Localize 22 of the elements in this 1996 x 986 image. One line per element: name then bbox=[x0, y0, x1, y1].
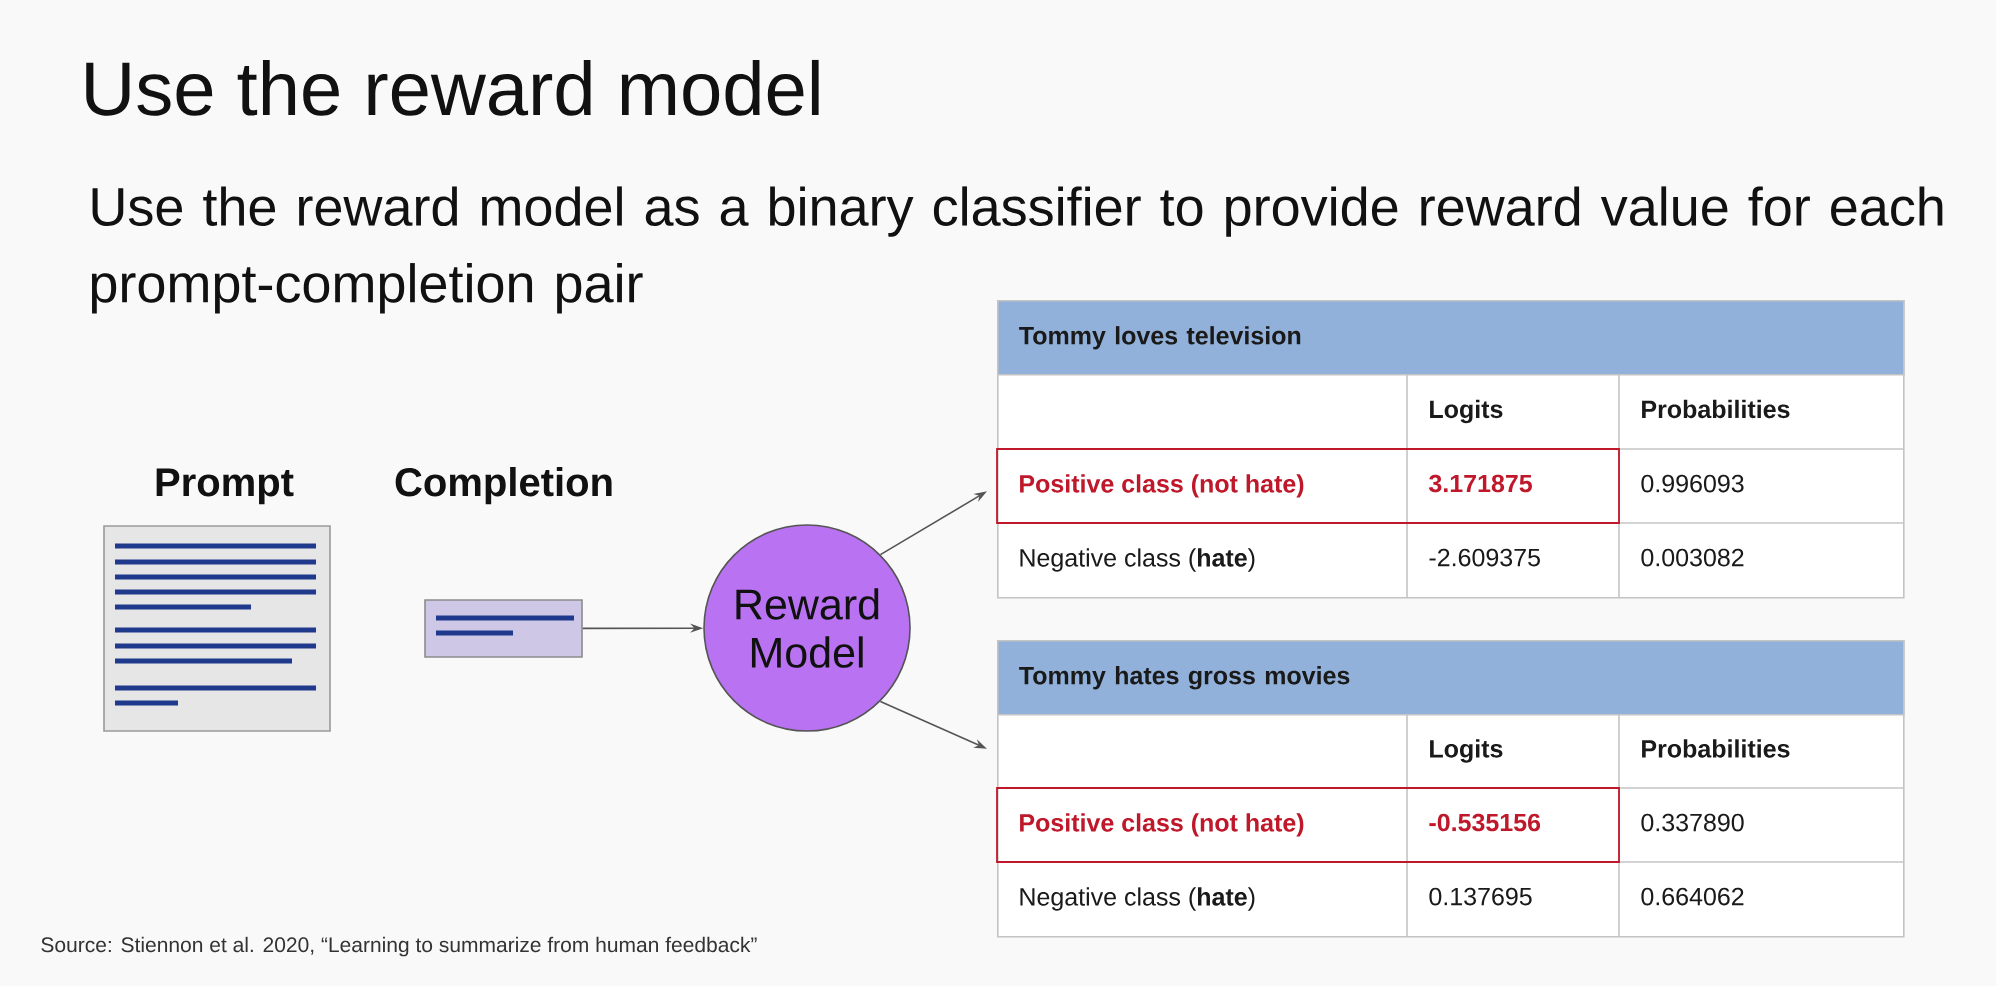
table-cell: Negative class (hate) bbox=[1020, 887, 1255, 911]
table-cell: 0.664062 bbox=[1641, 887, 1744, 906]
table-header: Tommy loves television bbox=[997, 300, 1905, 376]
table-cell: Positive class (not hate) bbox=[1020, 474, 1304, 498]
table-cell: 0.003082 bbox=[1641, 548, 1744, 567]
column-header: Probabilities bbox=[1642, 399, 1790, 419]
column-header: Probabilities bbox=[1642, 739, 1790, 758]
source-note: Source: Stiennon et al. 2020, “Learning to summarize from human feedback” bbox=[41, 936, 757, 957]
table-cell: 0.337890 bbox=[1641, 813, 1744, 832]
table-header: Tommy hates gross movies bbox=[997, 640, 1905, 716]
heading: Prompt bbox=[156, 468, 294, 505]
title: Use the reward model bbox=[86, 59, 819, 116]
column-header: Logits bbox=[1430, 739, 1503, 763]
table-cell: -0.535156 bbox=[1429, 813, 1541, 832]
table-cell: -2.609375 bbox=[1429, 548, 1540, 567]
table-cell: 0.137695 bbox=[1429, 887, 1532, 906]
column-header: Logits bbox=[1430, 399, 1503, 424]
table-cell: 3.171875 bbox=[1429, 474, 1532, 493]
table-cell: Negative class (hate) bbox=[1020, 548, 1255, 572]
table-cell: 0.996093 bbox=[1641, 474, 1744, 493]
table-cell: Positive class (not hate) bbox=[1020, 813, 1304, 837]
heading: Completion bbox=[395, 467, 612, 505]
